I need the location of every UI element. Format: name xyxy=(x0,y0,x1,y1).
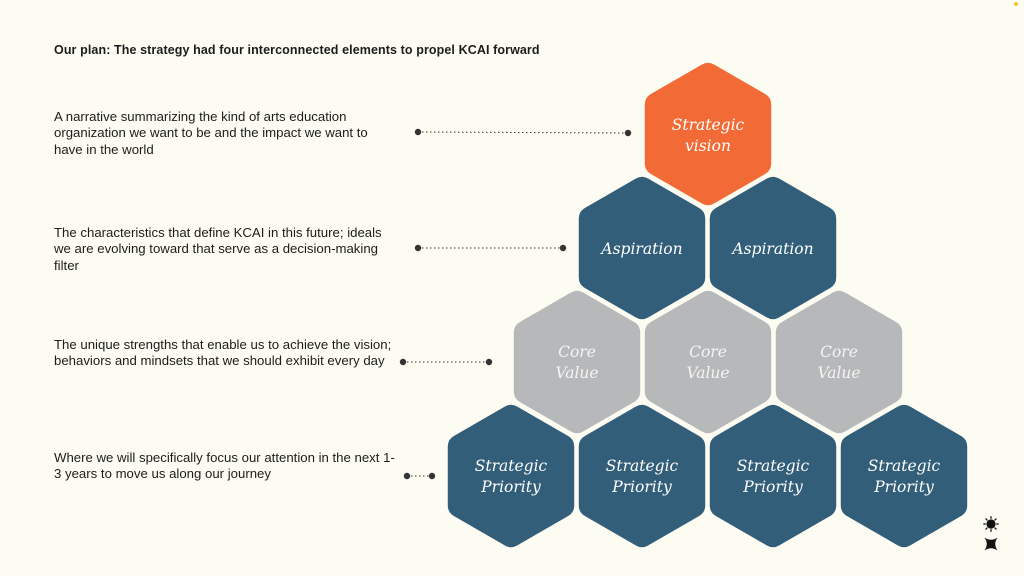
hexagon-strategic-priority: Strategic Priority xyxy=(578,404,706,548)
hexagon-label-line2: Value xyxy=(686,364,729,382)
hexagon-label-line1: Strategic xyxy=(868,457,941,475)
hexagon-label-line1: Aspiration xyxy=(599,240,682,258)
hexagon-strategic-priority: Strategic Priority xyxy=(709,404,837,548)
hexagon-strategic-priority: Strategic Priority xyxy=(840,404,968,548)
hexagon-label-line2: Priority xyxy=(480,478,541,496)
corner-dot xyxy=(1014,2,1018,6)
page-title: Our plan: The strategy had four intercon… xyxy=(54,43,540,57)
hexagon-strategic-priority: Strategic Priority xyxy=(447,404,575,548)
hexagon-label-line2: Priority xyxy=(742,478,803,496)
connector-core-values xyxy=(399,358,493,366)
cross-logo-icon xyxy=(984,537,998,551)
connector-strategic-priorities xyxy=(403,472,436,480)
description-strategic-vision: A narrative summarizing the kind of arts… xyxy=(54,109,368,157)
hexagon-label-line2: Priority xyxy=(873,478,934,496)
description-core-values: The unique strengths that enable us to a… xyxy=(54,337,392,369)
description-strategic-priorities: Where we will specifically focus our att… xyxy=(54,450,395,482)
sun-logo-icon xyxy=(983,516,999,532)
hexagon-core-value: Core Value xyxy=(513,290,641,434)
hexagon-label-line2: Value xyxy=(817,364,860,382)
hexagon-label-line1: Aspiration xyxy=(730,240,813,258)
hexagon-strategic-vision: Strategic vision xyxy=(644,62,772,206)
connector-aspirations xyxy=(414,244,567,252)
hexagon-label-line2: Value xyxy=(555,364,598,382)
hexagon-label-line1: Core xyxy=(558,343,596,361)
description-aspirations: The characteristics that define KCAI in … xyxy=(54,225,382,273)
hexagon-label-line2: Priority xyxy=(611,478,672,496)
hexagon-label-line1: Core xyxy=(689,343,727,361)
hexagon-aspiration: Aspiration xyxy=(578,176,706,320)
hexagon-label-line1: Strategic xyxy=(672,116,745,134)
hexagon-core-value: Core Value xyxy=(644,290,772,434)
connector-strategic-vision xyxy=(414,128,632,137)
hexagon-label-line1: Core xyxy=(820,343,858,361)
hexagon-label-line1: Strategic xyxy=(475,457,548,475)
hexagon-aspiration: Aspiration xyxy=(709,176,837,320)
hexagon-label-line1: Strategic xyxy=(737,457,810,475)
hexagon-label-line1: Strategic xyxy=(606,457,679,475)
hexagon-core-value: Core Value xyxy=(775,290,903,434)
hexagon-label-line2: vision xyxy=(685,137,731,155)
